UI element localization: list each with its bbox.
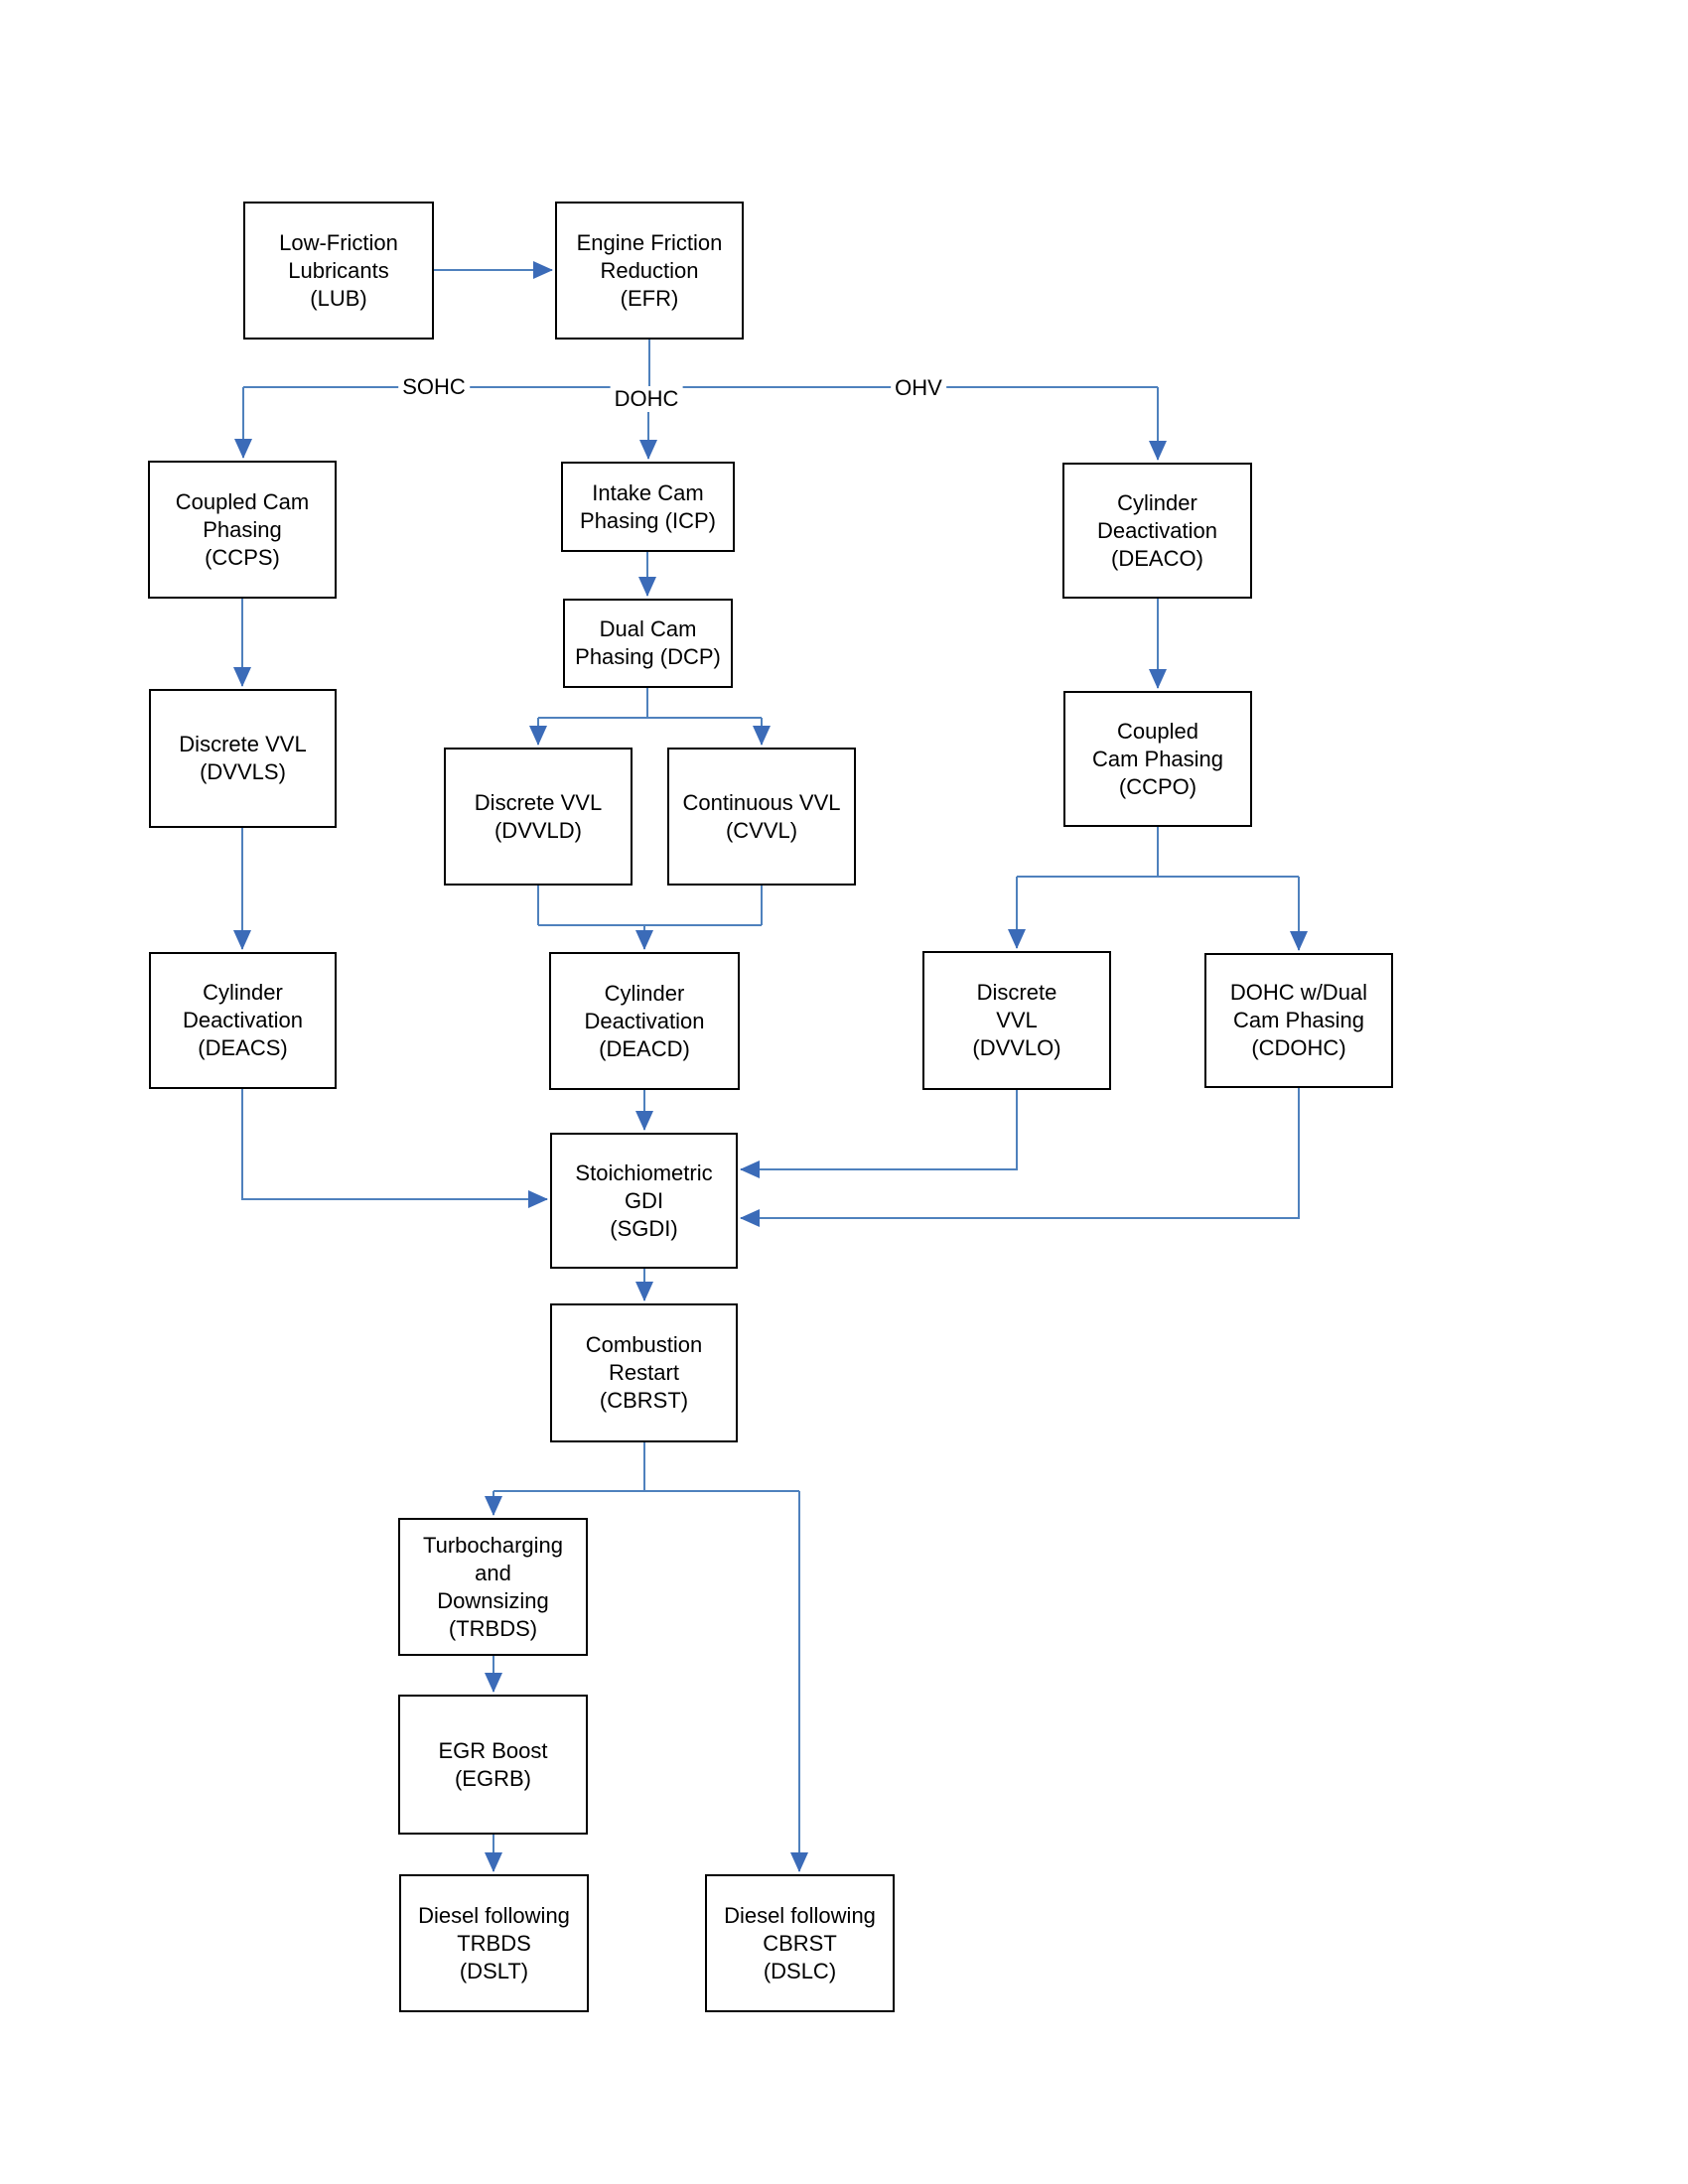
node-ccpo: Coupled Cam Phasing (CCPO) (1063, 691, 1252, 827)
branch-label-dohc: DOHC (610, 386, 683, 412)
node-egrb: EGR Boost (EGRB) (398, 1695, 588, 1835)
node-deacs: Cylinder Deactivation (DEACS) (149, 952, 337, 1089)
edge-cdohc-sgdi (740, 1088, 1300, 1227)
node-dslc: Diesel following CBRST (DSLC) (705, 1874, 895, 2012)
node-lub: Low-Friction Lubricants (LUB) (243, 202, 434, 340)
node-ccps: Coupled Cam Phasing (CCPS) (148, 461, 337, 599)
branch-label-ohv: OHV (891, 375, 946, 401)
node-cbrst: Combustion Restart (CBRST) (550, 1303, 738, 1442)
node-icp: Intake Cam Phasing (ICP) (561, 462, 735, 552)
node-dvvlo: Discrete VVL (DVVLO) (922, 951, 1111, 1090)
node-efr: Engine Friction Reduction (EFR) (555, 202, 744, 340)
node-sgdi: Stoichiometric GDI (SGDI) (550, 1133, 738, 1269)
edge-deacs-sgdi (241, 1089, 548, 1208)
node-cvvl: Continuous VVL (CVVL) (667, 748, 856, 886)
edge-dvvlo-sgdi (740, 1090, 1018, 1178)
node-dcp: Dual Cam Phasing (DCP) (563, 599, 733, 688)
node-dslt: Diesel following TRBDS (DSLT) (399, 1874, 589, 2012)
node-deacd: Cylinder Deactivation (DEACD) (549, 952, 740, 1090)
node-trbds: Turbocharging and Downsizing (TRBDS) (398, 1518, 588, 1656)
node-deaco: Cylinder Deactivation (DEACO) (1062, 463, 1252, 599)
node-dvvls: Discrete VVL (DVVLS) (149, 689, 337, 828)
node-dvvld: Discrete VVL (DVVLD) (444, 748, 633, 886)
node-cdohc: DOHC w/Dual Cam Phasing (CDOHC) (1204, 953, 1393, 1088)
branch-label-sohc: SOHC (398, 374, 470, 400)
